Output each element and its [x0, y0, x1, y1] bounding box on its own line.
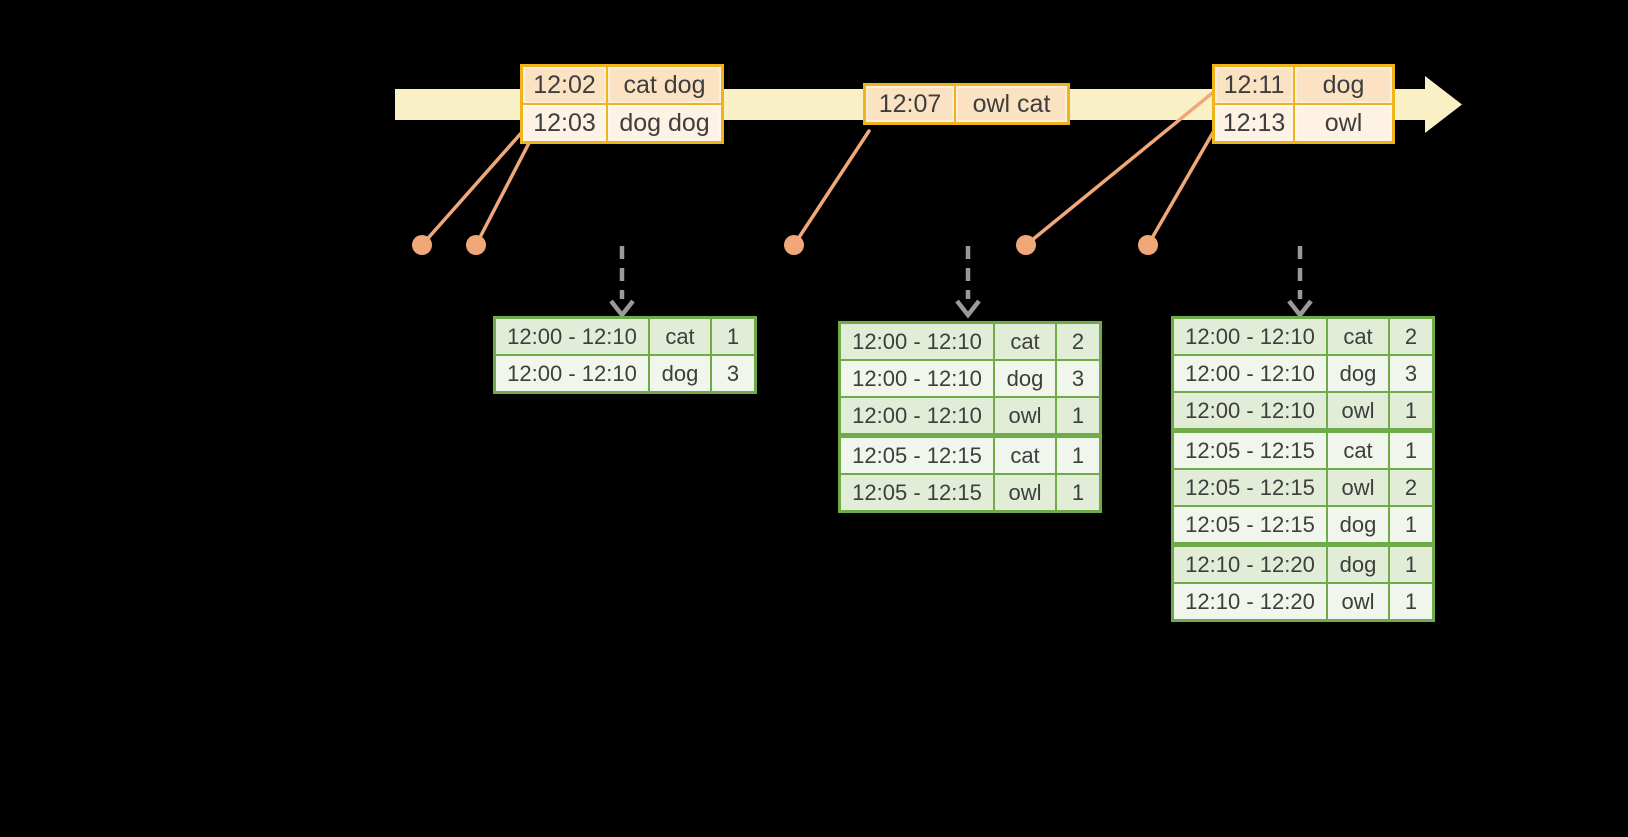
event-words-cell: cat dog: [608, 67, 721, 103]
event-dot: [784, 235, 804, 255]
result-window-cell: 12:05 - 12:15: [1174, 433, 1326, 468]
result-count-cell: 1: [1390, 584, 1432, 619]
result-word-cell: cat: [995, 324, 1055, 359]
event-time-cell: 12:13: [1215, 105, 1293, 141]
event-connector-line: [1024, 88, 1218, 247]
result-window-cell: 12:05 - 12:15: [1174, 470, 1326, 505]
result-word-cell: dog: [1328, 356, 1388, 391]
result-window-cell: 12:00 - 12:10: [1174, 393, 1326, 428]
event-words-cell: dog dog: [608, 105, 721, 141]
trigger-down-arrowhead-icon: [1287, 299, 1313, 319]
event-dot: [466, 235, 486, 255]
result-window-cell: 12:00 - 12:10: [841, 398, 993, 433]
result-window-cell: 12:10 - 12:20: [1174, 584, 1326, 619]
result-word-cell: dog: [1328, 507, 1388, 542]
result-word-cell: owl: [995, 475, 1055, 510]
timeline-arrowhead-icon: [1425, 76, 1462, 133]
result-window-cell: 12:10 - 12:20: [1174, 547, 1326, 582]
result-count-cell: 3: [1390, 356, 1432, 391]
event-dot: [1138, 235, 1158, 255]
result-word-cell: cat: [650, 319, 710, 354]
result-count-cell: 1: [1390, 507, 1432, 542]
result-window-cell: 12:00 - 12:10: [1174, 319, 1326, 354]
result-word-cell: dog: [650, 356, 710, 391]
result-count-cell: 1: [1390, 393, 1432, 428]
result-word-cell: cat: [1328, 319, 1388, 354]
event-words-cell: owl cat: [956, 86, 1067, 122]
result-word-cell: cat: [995, 438, 1055, 473]
result-count-cell: 1: [1057, 398, 1099, 433]
result-word-cell: owl: [1328, 393, 1388, 428]
result-window-cell: 12:00 - 12:10: [1174, 356, 1326, 391]
result-window-cell: 12:00 - 12:10: [496, 319, 648, 354]
result-word-cell: dog: [1328, 547, 1388, 582]
result-word-cell: owl: [1328, 470, 1388, 505]
result-count-cell: 1: [712, 319, 754, 354]
event-dot: [1016, 235, 1036, 255]
result-count-cell: 2: [1390, 319, 1432, 354]
result-count-cell: 1: [1057, 438, 1099, 473]
event-time-cell: 12:11: [1215, 67, 1293, 103]
result-window-cell: 12:05 - 12:15: [841, 438, 993, 473]
event-words-cell: owl: [1295, 105, 1392, 141]
result-count-cell: 1: [1390, 433, 1432, 468]
event-time-cell: 12:02: [523, 67, 606, 103]
result-window-cell: 12:05 - 12:15: [841, 475, 993, 510]
event-connector-line: [420, 129, 525, 247]
trigger-down-arrowhead-icon: [955, 299, 981, 319]
result-word-cell: owl: [995, 398, 1055, 433]
event-connector-line: [474, 141, 531, 247]
event-connector-line: [792, 129, 871, 247]
result-count-cell: 3: [1057, 361, 1099, 396]
result-word-cell: owl: [1328, 584, 1388, 619]
result-count-cell: 1: [1390, 547, 1432, 582]
result-count-cell: 1: [1057, 475, 1099, 510]
event-time-cell: 12:03: [523, 105, 606, 141]
result-word-cell: dog: [995, 361, 1055, 396]
result-count-cell: 2: [1390, 470, 1432, 505]
result-window-cell: 12:00 - 12:10: [496, 356, 648, 391]
event-dot: [412, 235, 432, 255]
result-window-cell: 12:00 - 12:10: [841, 361, 993, 396]
result-count-cell: 2: [1057, 324, 1099, 359]
result-word-cell: cat: [1328, 433, 1388, 468]
event-words-cell: dog: [1295, 67, 1392, 103]
result-window-cell: 12:05 - 12:15: [1174, 507, 1326, 542]
result-window-cell: 12:00 - 12:10: [841, 324, 993, 359]
event-time-cell: 12:07: [866, 86, 954, 122]
event-connector-line: [1146, 127, 1217, 247]
trigger-down-arrowhead-icon: [609, 299, 635, 319]
result-count-cell: 3: [712, 356, 754, 391]
